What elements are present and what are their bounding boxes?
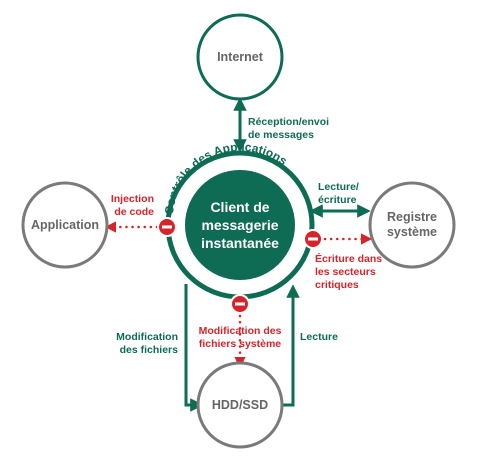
- system-files-label-line1: Modification des: [199, 325, 282, 337]
- critical-sectors-label-line2: les secteurs: [315, 266, 376, 278]
- block-icon-system-files: [230, 294, 250, 314]
- registry-label-line2: système: [387, 225, 437, 239]
- hdd-label: HDD/SSD: [212, 398, 268, 412]
- modification-label-line2: des fichiers: [120, 344, 179, 356]
- application-label: Application: [31, 218, 99, 232]
- internet-node: Internet: [196, 13, 284, 101]
- injection-label-line1: Injection: [111, 193, 154, 205]
- lecture-label: Lecture: [300, 331, 338, 343]
- registry-node: Registre système: [368, 181, 456, 269]
- injection-label-line2: de code: [114, 206, 154, 218]
- block-icon-critical-sectors: [303, 229, 323, 249]
- internet-label: Internet: [217, 50, 264, 64]
- application-node: Application: [21, 181, 109, 269]
- block-icon-injection: [157, 217, 177, 237]
- critical-sectors-label-line1: Écriture dans: [315, 252, 382, 265]
- modification-arrow: [184, 284, 204, 412]
- client-node: Client de messagerie instantanée: [165, 150, 315, 300]
- critical-sectors-label-line3: critiques: [315, 279, 359, 291]
- hdd-node: HDD/SSD: [196, 361, 284, 449]
- lecture-ecriture-label-line2: écriture: [318, 194, 357, 206]
- reception-label-line2: de messages: [248, 129, 314, 141]
- system-files-label-line2: fichiers système: [199, 338, 281, 350]
- client-label-line2: messagerie: [201, 217, 278, 233]
- modification-label-line1: Modification: [116, 331, 178, 343]
- lecture-arrow: [281, 284, 300, 407]
- client-label-line3: instantanée: [201, 235, 279, 251]
- registry-label-line1: Registre: [387, 210, 437, 224]
- client-label-line1: Client de: [210, 199, 269, 215]
- reception-label-line1: Réception/envoi: [248, 116, 329, 128]
- lecture-ecriture-label-line1: Lecture/: [318, 181, 359, 193]
